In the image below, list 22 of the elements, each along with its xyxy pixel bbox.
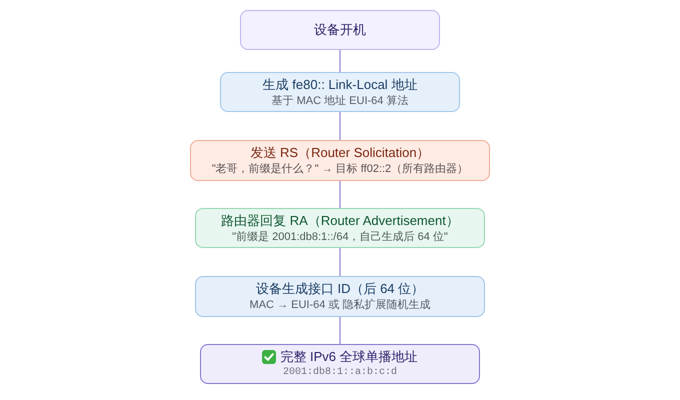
step-title: 生成 fe80:: Link-Local 地址 [262, 76, 418, 92]
process-box [195, 208, 485, 248]
step-description: 基于 MAC 地址 EUI-64 算法 [272, 94, 408, 108]
step-title: 完整 IPv6 全球单播地址 [280, 348, 418, 364]
process-box [200, 344, 480, 384]
address-text: 2001:db8:1::a:b:c:d [282, 366, 398, 380]
process-box [240, 10, 440, 50]
connector-line [339, 50, 341, 72]
connector-line [339, 112, 341, 140]
step-description: MAC → EUI-64 或 隐私扩展随机生成 [250, 298, 430, 312]
step-title: 路由器回复 RA（Router Advertisement） [221, 212, 459, 228]
step-description: "老哥，前缀是什么？" → 目标 ff02::2（所有路由器） [212, 162, 468, 176]
process-box [220, 72, 460, 112]
process-box [190, 140, 490, 181]
process-box [195, 276, 485, 317]
connector-line [339, 317, 341, 344]
step-title: 设备生成接口 ID（后 64 位） [256, 281, 424, 297]
connector-line [339, 181, 341, 208]
connector-line [339, 248, 341, 276]
step-title: 设备开机 [314, 22, 366, 38]
step-title: 发送 RS（Router Solicitation） [250, 145, 430, 161]
step-description: "前缀是 2001:db8:1::/64，自己生成后 64 位" [232, 230, 448, 244]
